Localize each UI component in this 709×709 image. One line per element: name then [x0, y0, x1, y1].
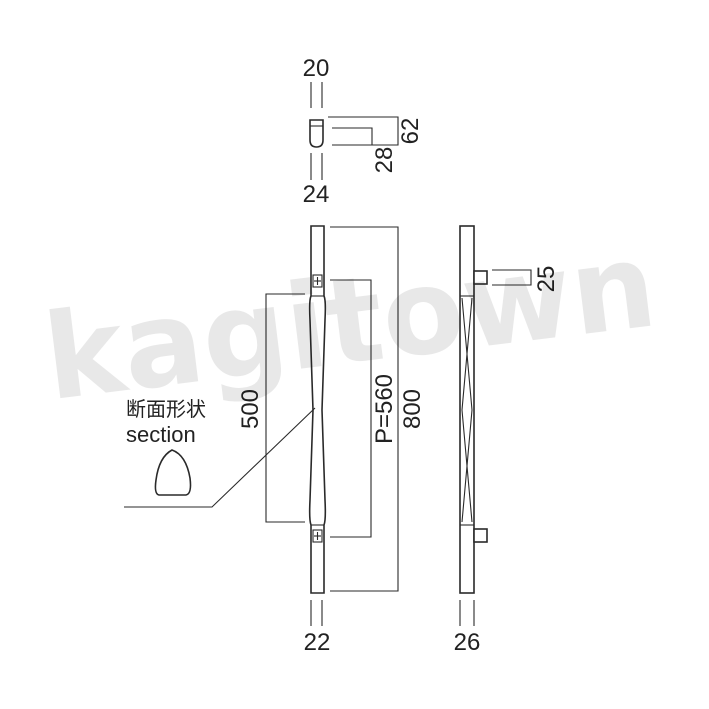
top-view-depth-label: 62 [397, 118, 424, 145]
dimension-pitch-bracket [330, 279, 372, 538]
watermark-text: kagitown [37, 215, 663, 427]
side-view-base-label: 26 [454, 629, 481, 656]
upper-screw-icon [312, 274, 323, 288]
lower-post [473, 528, 488, 543]
dimension-62-bracket [328, 116, 399, 146]
side-taper-line [461, 297, 473, 523]
pitch-label: P=560 [371, 374, 398, 444]
dimension-800-bracket [330, 226, 399, 592]
handle-bar [308, 225, 327, 594]
front-view-base-label: 22 [304, 629, 331, 656]
grip-length-label: 500 [237, 389, 264, 429]
top-view-post-depth-label: 28 [371, 147, 398, 174]
dimension-28-bracket [332, 127, 373, 145]
top-view-width-label: 20 [303, 55, 330, 82]
section-label-jp: 断面形状 [126, 398, 206, 421]
section-shape-icon [154, 449, 192, 496]
side-taper-line [461, 297, 473, 523]
section-leader-line [124, 407, 316, 508]
upper-post [473, 270, 488, 285]
top-view-base-label: 24 [303, 181, 330, 208]
post-length-label: 25 [533, 266, 560, 293]
top-view: 20 62 28 24 [303, 55, 424, 208]
side-view: 25 26 [454, 225, 560, 656]
section-label-en: section [126, 422, 196, 447]
total-length-label: 800 [399, 389, 426, 429]
handle-top-profile [309, 119, 324, 148]
front-view: 800 P=560 500 22 [237, 225, 426, 656]
dimension-500-bracket [265, 293, 305, 523]
lower-screw-icon [312, 529, 323, 543]
dimension-25-bracket [492, 269, 532, 286]
section-callout: 断面形状 section [124, 398, 316, 508]
